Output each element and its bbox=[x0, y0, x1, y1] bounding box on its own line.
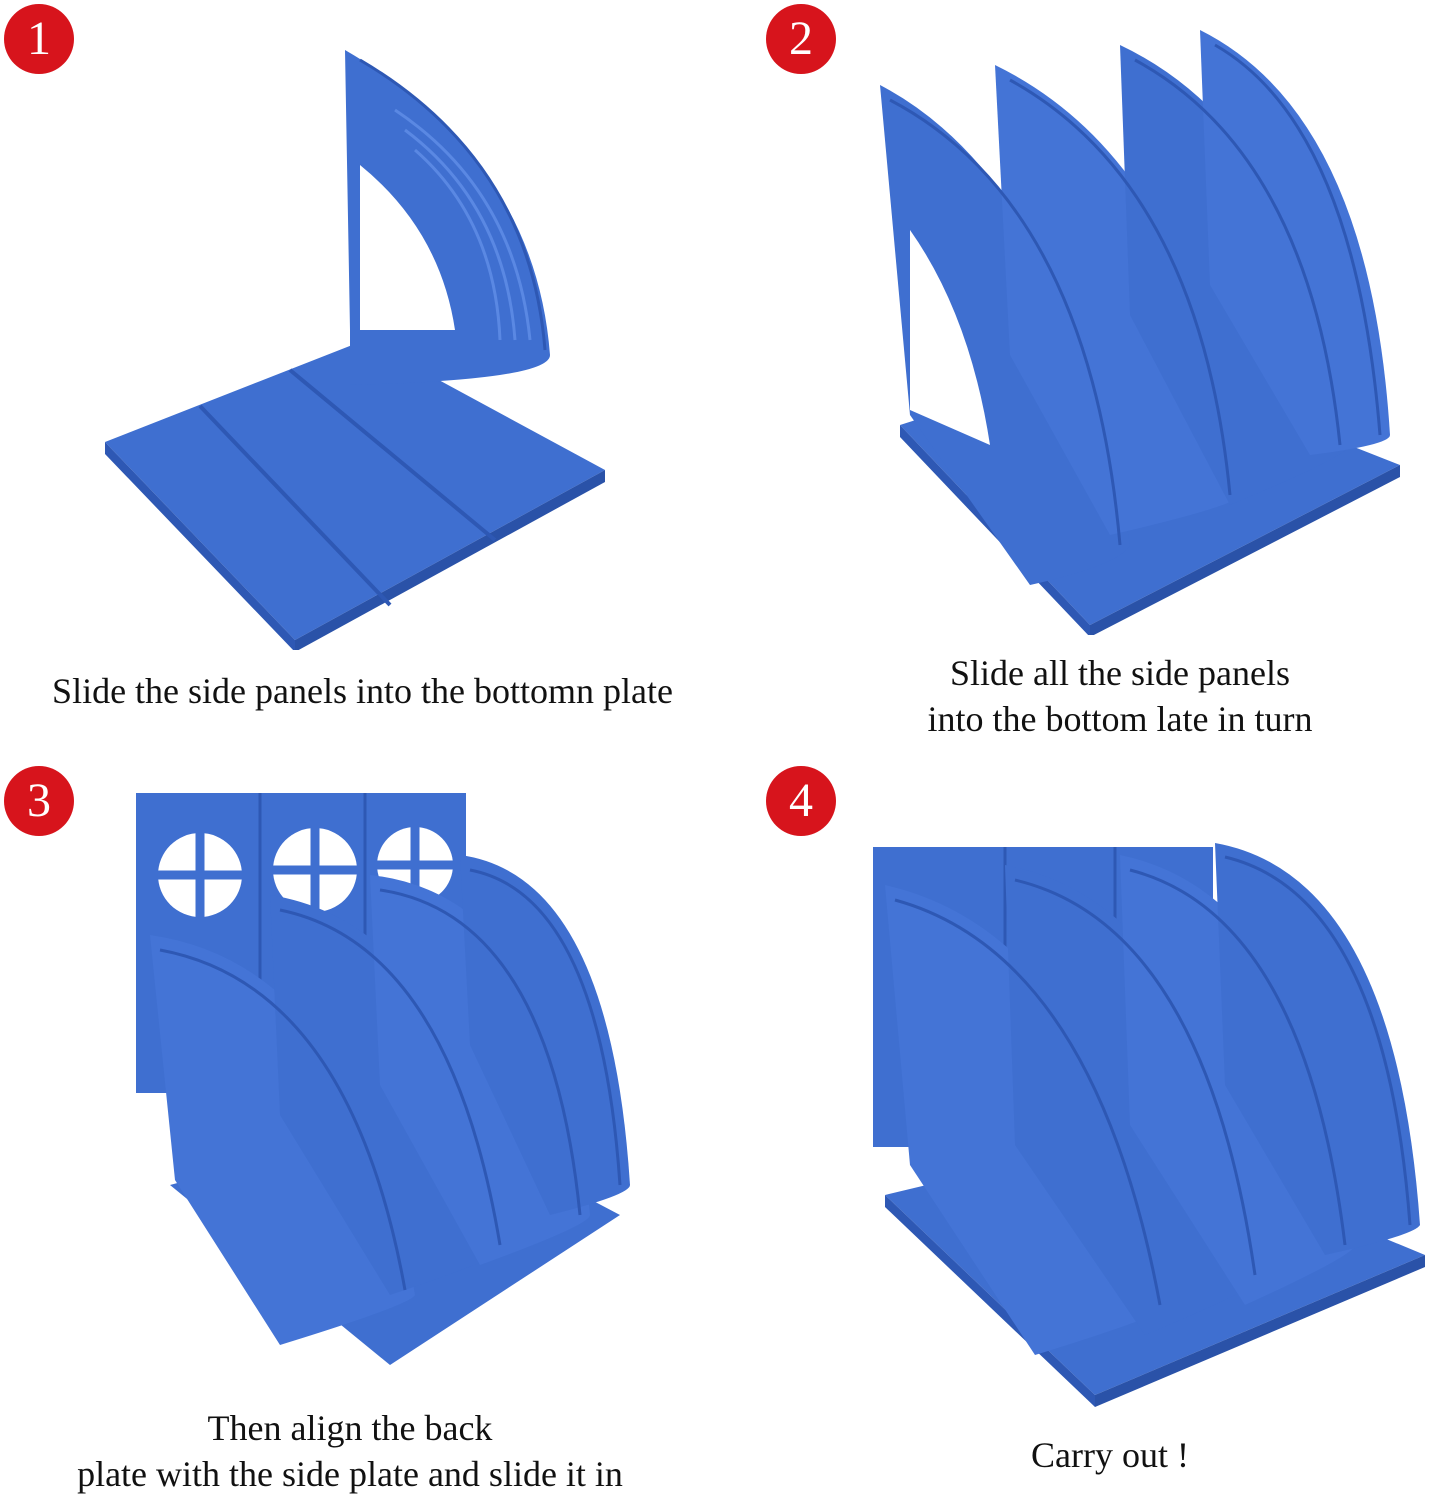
step-3-badge: 3 bbox=[4, 766, 74, 836]
step-2-illustration bbox=[880, 30, 1400, 635]
step-4-illustration bbox=[873, 843, 1425, 1407]
step-4-caption: Carry out ! bbox=[900, 1432, 1320, 1478]
step-1-caption-line-1: Slide the side panels into the bottomn p… bbox=[52, 671, 673, 711]
step-1-badge: 1 bbox=[4, 4, 74, 74]
step-4-number: 4 bbox=[789, 774, 813, 827]
step-2-caption-line-2: into the bottom late in turn bbox=[927, 699, 1313, 739]
step-3-illustration bbox=[136, 793, 630, 1365]
step-1-illustration bbox=[105, 50, 605, 650]
step-2-number: 2 bbox=[789, 12, 813, 65]
step-3-caption-line-1: Then align the back bbox=[207, 1408, 493, 1448]
step-2-caption-line-1: Slide all the side panels bbox=[950, 653, 1290, 693]
step-3-caption: Then align the back plate with the side … bbox=[30, 1405, 670, 1497]
step-3-caption-line-2: plate with the side plate and slide it i… bbox=[77, 1454, 623, 1494]
step-1-number: 1 bbox=[27, 12, 51, 65]
step-4-caption-line-1: Carry out ! bbox=[1031, 1435, 1189, 1475]
step-3-number: 3 bbox=[27, 774, 51, 827]
step-2-badge: 2 bbox=[766, 4, 836, 74]
step-4-badge: 4 bbox=[766, 766, 836, 836]
step-1-caption: Slide the side panels into the bottomn p… bbox=[0, 668, 725, 714]
step-2-caption: Slide all the side panels into the botto… bbox=[840, 650, 1400, 742]
